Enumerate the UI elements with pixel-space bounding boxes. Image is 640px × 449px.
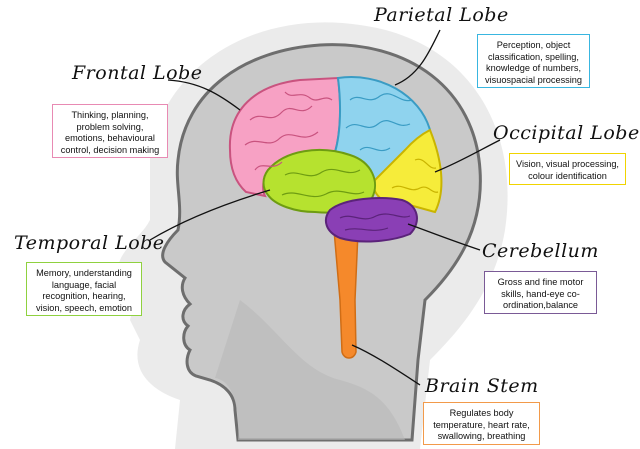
temporal-lobe-description: Memory, understanding language, facial r… xyxy=(26,262,142,316)
frontal-line-1: Thinking, planning, xyxy=(71,110,149,120)
cerebellum-description: Gross and fine motor skills, hand-eye co… xyxy=(484,271,597,314)
temporal-line-2: language, facial xyxy=(51,279,117,290)
frontal-leader xyxy=(167,79,241,111)
occipital-line-2: colour identification xyxy=(528,170,607,181)
cerebellum-leader xyxy=(407,223,481,251)
brain-stem xyxy=(333,229,359,359)
parietal-leader xyxy=(394,29,441,86)
temporal-line-1: Memory, understanding xyxy=(36,268,132,278)
frontal-line-3: emotions, behavioural xyxy=(65,133,155,143)
occipital-lobe-description: Vision, visual processing, colour identi… xyxy=(509,153,626,185)
parietal-line-2: classification, spelling, xyxy=(488,51,579,62)
parietal-line-4: visuospacial processing xyxy=(484,74,583,85)
cerebellum-line-2: skills, hand-eye co- xyxy=(501,288,580,299)
parietal-lobe-description: Perception, object classification, spell… xyxy=(477,34,590,88)
head-shading xyxy=(215,300,405,440)
occipital-leader xyxy=(434,139,501,173)
cerebellum xyxy=(324,197,418,243)
occipital-line-1: Vision, visual processing, xyxy=(516,159,619,169)
brain-stem-description: Regulates body temperature, heart rate, … xyxy=(423,402,540,445)
frontal-line-2: problem solving, xyxy=(76,121,144,132)
brainstem-line-3: swallowing, breathing xyxy=(437,431,526,441)
temporal-leader xyxy=(149,189,271,241)
frontal-line-4: control, decision making xyxy=(60,144,160,155)
cerebellum-line-3: ordination,balance xyxy=(502,300,579,310)
temporal-lobe-title: Temporal Lobe xyxy=(14,232,165,254)
brain-stem-title: Brain Stem xyxy=(425,375,539,397)
parietal-line-3: knowledge of numbers, xyxy=(486,63,581,73)
parietal-line-1: Perception, object xyxy=(496,40,571,50)
brainstem-leader xyxy=(351,344,421,386)
brain-gyri-texture xyxy=(244,91,439,231)
occipital-lobe-title: Occipital Lobe xyxy=(493,122,640,144)
brainstem-line-1: Regulates body xyxy=(449,408,514,418)
temporal-line-3: recognition, hearing, xyxy=(42,291,126,301)
cerebellum-title: Cerebellum xyxy=(482,240,599,262)
parietal-lobe-title: Parietal Lobe xyxy=(374,4,509,26)
cerebellum-line-1: Gross and fine motor xyxy=(497,277,584,287)
frontal-lobe-title: Frontal Lobe xyxy=(72,62,203,84)
temporal-line-4: vision, speech, emotion xyxy=(35,302,132,313)
leader-lines xyxy=(149,29,501,386)
brainstem-line-2: temperature, heart rate, xyxy=(433,419,530,430)
frontal-lobe-description: Thinking, planning, problem solving, emo… xyxy=(52,104,168,158)
